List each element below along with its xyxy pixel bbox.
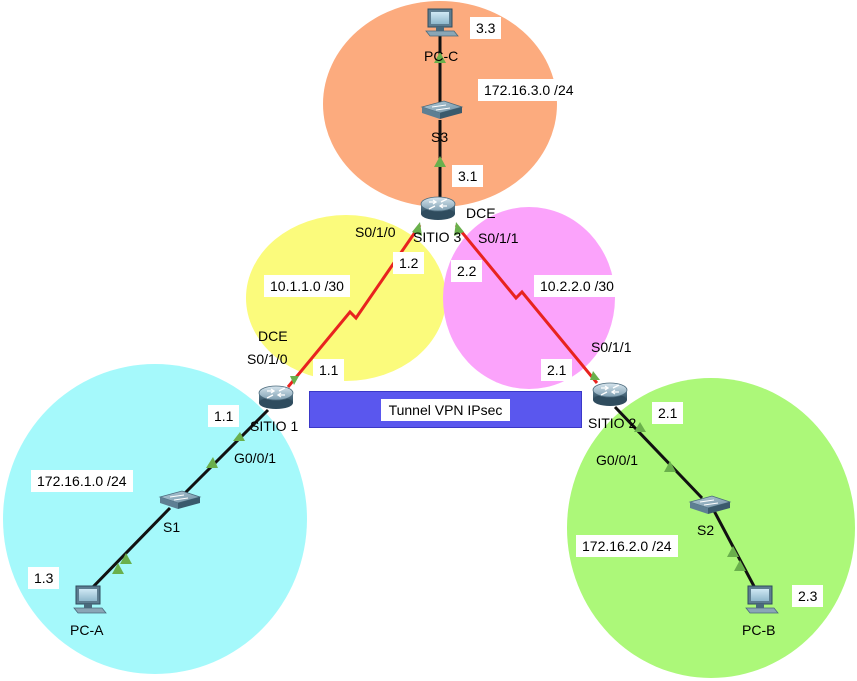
- port-indicator-pcb: [734, 560, 746, 571]
- sitio1-lan-address: 1.1: [208, 405, 240, 427]
- port-indicator-sitio2-lan: [634, 422, 646, 432]
- link-sitio1-s1: [176, 408, 270, 502]
- sitio3-name: SITIO 3: [413, 229, 462, 245]
- sitio3-dce-label: DCE: [466, 205, 496, 221]
- site2-lan-network: 172.16.2.0 /24: [576, 535, 678, 557]
- site1-lan-network: 172.16.1.0 /24: [31, 470, 133, 492]
- sitio1-dce-label: DCE: [258, 328, 288, 344]
- sitio1-g001-label: G0/0/1: [234, 450, 277, 466]
- sitio1-router: [258, 385, 294, 409]
- s3-switch: [420, 100, 464, 119]
- site3-lan-network: 172.16.3.0 /24: [478, 79, 580, 101]
- sitio2-lan-address: 2.1: [652, 402, 684, 424]
- pc-b-device: [745, 585, 779, 614]
- pc-b-name: PC-B: [742, 622, 776, 638]
- port-indicator-pca: [112, 563, 124, 574]
- pc-a-address: 1.3: [28, 567, 60, 589]
- port-indicator-sitio1-lan: [233, 432, 245, 441]
- port-indicator-sitio3-right: [454, 222, 464, 236]
- sitio3-wan2-address: 2.2: [451, 260, 483, 282]
- link-s1-pca: [88, 506, 172, 592]
- port-indicator-s1-up: [206, 457, 218, 468]
- sitio3-lan-address: 3.1: [452, 165, 484, 187]
- port-indicator-s1-down: [120, 553, 132, 564]
- pc-c-device: [425, 8, 459, 37]
- serial-link-sitio1-sitio3: [286, 224, 422, 388]
- port-indicator-sitio2-serial: [590, 371, 600, 380]
- pc-c-address: 3.3: [470, 17, 502, 39]
- s2-switch: [688, 495, 732, 514]
- site1-lan-zone: [3, 364, 307, 674]
- pc-c-name: PC-C: [424, 48, 459, 64]
- s2-name: S2: [697, 522, 715, 538]
- s3-name: S3: [431, 129, 449, 145]
- pc-a-name: PC-A: [70, 622, 104, 638]
- port-indicator-s2-down: [727, 546, 739, 557]
- s1-switch: [158, 490, 202, 509]
- port-indicator-s3-up: [434, 156, 446, 167]
- sitio2-wan-address: 2.1: [541, 359, 573, 381]
- pc-b-address: 2.3: [792, 585, 824, 607]
- port-indicator-s2-up: [664, 461, 676, 472]
- sitio1-name: SITIO 1: [250, 418, 299, 434]
- port-indicator-pcc: [434, 52, 446, 63]
- port-indicator-sitio1-serial: [290, 376, 299, 385]
- vpn-tunnel-label: Tunnel VPN IPsec: [380, 398, 511, 421]
- port-indicator-sitio3-left: [412, 222, 422, 236]
- s1-name: S1: [163, 519, 181, 535]
- sitio2-g001-label: G0/0/1: [596, 452, 639, 468]
- wan1-network: 10.1.1.0 /30: [264, 275, 350, 297]
- sitio2-router: [592, 382, 628, 406]
- site2-lan-zone: [567, 378, 855, 678]
- wan2-network: 10.2.2.0 /30: [534, 275, 620, 297]
- pc-a-device: [73, 585, 107, 614]
- serial-link-sitio3-sitio2: [454, 224, 599, 384]
- sitio2-s011-label: S0/1/1: [591, 339, 632, 355]
- sitio1-wan-address: 1.1: [313, 359, 345, 381]
- sitio3-router: [420, 196, 456, 220]
- sitio2-name: SITIO 2: [588, 415, 637, 431]
- link-sitio2-s2: [613, 405, 704, 500]
- sitio3-s010-label: S0/1/0: [355, 224, 396, 240]
- sitio3-wan1-address: 1.2: [393, 252, 425, 274]
- vpn-tunnel-bar: Tunnel VPN IPsec: [309, 391, 582, 428]
- sitio3-s011-label: S0/1/1: [478, 230, 519, 246]
- site2-wan-zone: [443, 207, 615, 389]
- sitio1-s010-label: S0/1/0: [247, 351, 288, 367]
